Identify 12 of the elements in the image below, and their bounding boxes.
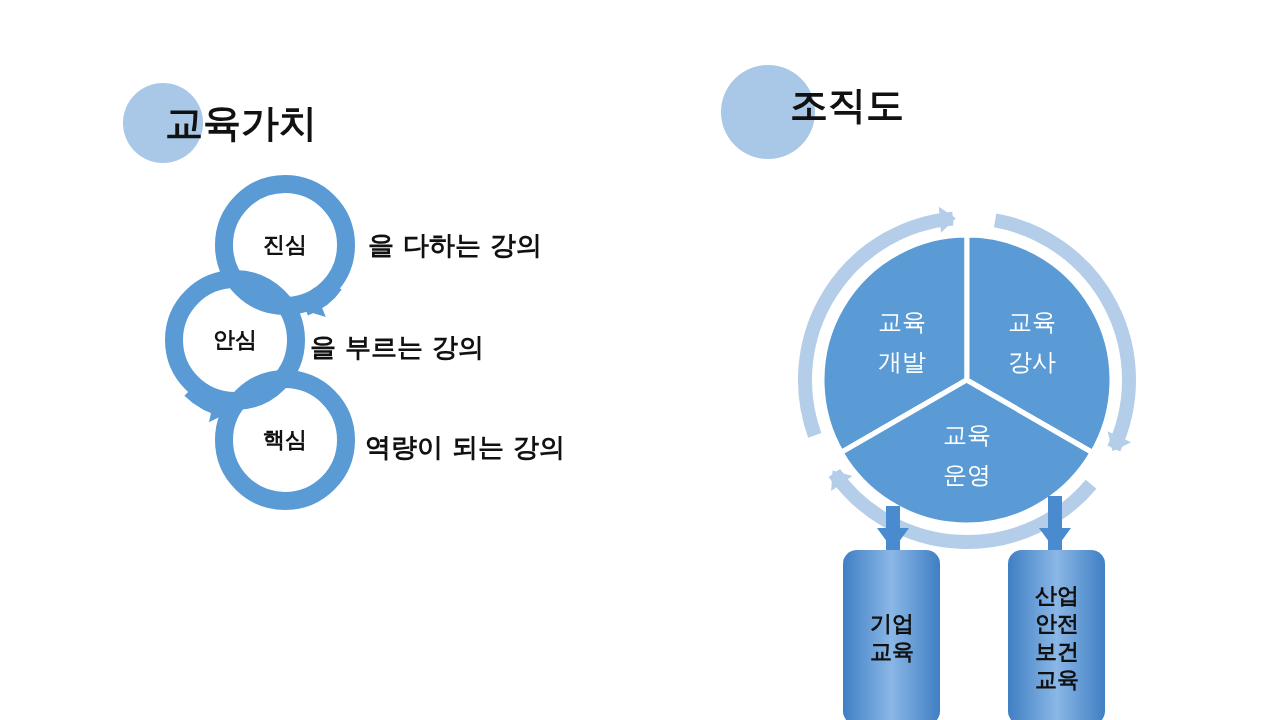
- org-box: 산업 안전 보건 교육: [1008, 550, 1105, 720]
- heading: 조직도: [721, 65, 904, 159]
- caption-text: 역량이 되는 강의: [365, 431, 566, 464]
- arrow: [1039, 496, 1071, 550]
- circular-arrow-ring: 진심: [215, 175, 355, 315]
- caption-text: 을 부르는 강의: [310, 331, 485, 364]
- pie-segment: 교육 운영: [841, 380, 1093, 525]
- circular-arrow-ring: 핵심: [215, 370, 355, 510]
- arrow: [877, 506, 909, 550]
- caption-text: 을 다하는 강의: [368, 229, 543, 262]
- circular-arrow-ring: 안심: [165, 270, 305, 410]
- org-box: 기업 교육: [843, 550, 940, 720]
